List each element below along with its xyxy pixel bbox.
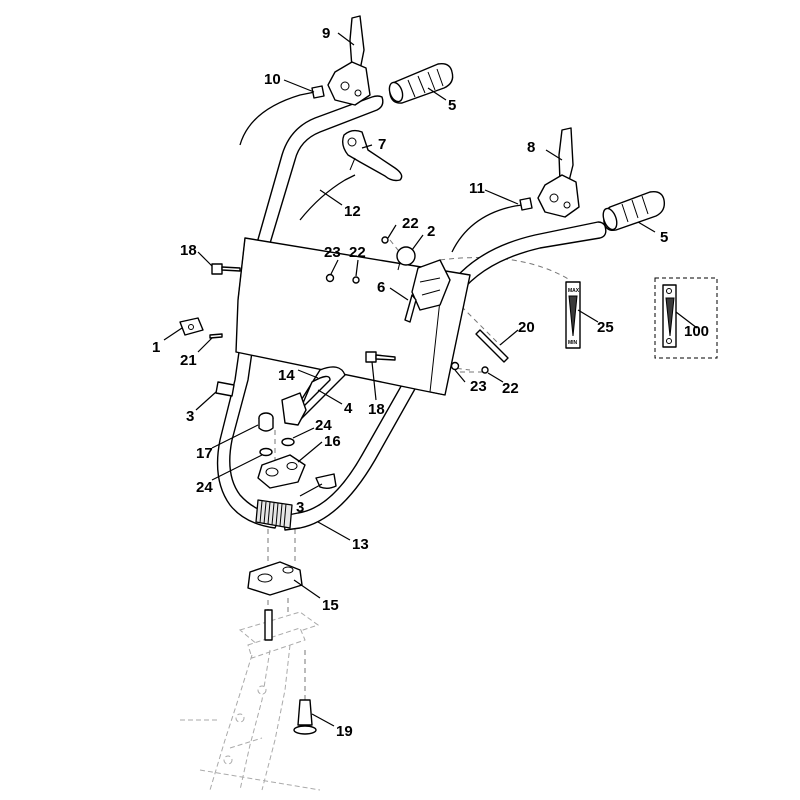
lever-8-assembly <box>537 127 580 218</box>
callout-25: 25 <box>597 319 614 336</box>
grip-left <box>388 62 454 104</box>
callout-24-lower: 24 <box>196 479 213 496</box>
callout-6: 6 <box>377 279 385 296</box>
leader-lines <box>163 32 698 727</box>
callout-3-left: 3 <box>186 408 194 425</box>
hardware <box>179 236 509 735</box>
callout-10: 10 <box>264 71 281 88</box>
callout-2: 2 <box>427 223 435 240</box>
callout-13: 13 <box>352 536 369 553</box>
callout-18-lower: 18 <box>368 401 385 418</box>
decal-min-text: MIN <box>568 340 578 346</box>
callout-23-right: 23 <box>470 378 487 395</box>
callout-17: 17 <box>196 445 213 462</box>
callout-22-right: 22 <box>502 380 519 397</box>
callout-5-right: 5 <box>660 229 668 246</box>
callout-1: 1 <box>152 339 160 356</box>
callout-7: 7 <box>378 136 386 153</box>
callout-16: 16 <box>324 433 341 450</box>
callout-4: 4 <box>344 400 353 417</box>
callout-15: 15 <box>322 597 339 614</box>
callout-20: 20 <box>518 319 535 336</box>
callout-9: 9 <box>322 25 330 42</box>
callout-23-left: 23 <box>324 244 341 261</box>
callout-8: 8 <box>527 139 535 156</box>
decal-kit-100 <box>654 277 718 359</box>
callout-3-right: 3 <box>296 499 304 516</box>
decal-25: MAX MIN <box>565 281 581 349</box>
callout-100: 100 <box>684 323 709 340</box>
callout-18-left: 18 <box>180 242 197 259</box>
cables <box>239 85 533 253</box>
callout-19: 19 <box>336 723 353 740</box>
lever-7 <box>341 129 403 182</box>
decal-max-text: MAX <box>568 288 580 294</box>
console-panel <box>235 237 471 396</box>
grip-right <box>602 190 666 232</box>
callout-22-left: 22 <box>349 244 366 261</box>
callout-12: 12 <box>344 203 361 220</box>
callout-5-left: 5 <box>448 97 456 114</box>
callout-11: 11 <box>469 180 485 197</box>
callout-14: 14 <box>278 367 295 384</box>
callout-22-upper: 22 <box>402 215 419 232</box>
callout-21: 21 <box>180 352 197 369</box>
lever-9-assembly <box>327 15 371 106</box>
callout-labels: 1 2 3 3 4 5 5 6 7 8 9 10 11 12 13 14 15 … <box>152 25 709 740</box>
chassis-frame-ghost <box>180 611 321 791</box>
throttle-6-assembly <box>396 246 451 323</box>
callout-24-upper: 24 <box>315 417 332 434</box>
